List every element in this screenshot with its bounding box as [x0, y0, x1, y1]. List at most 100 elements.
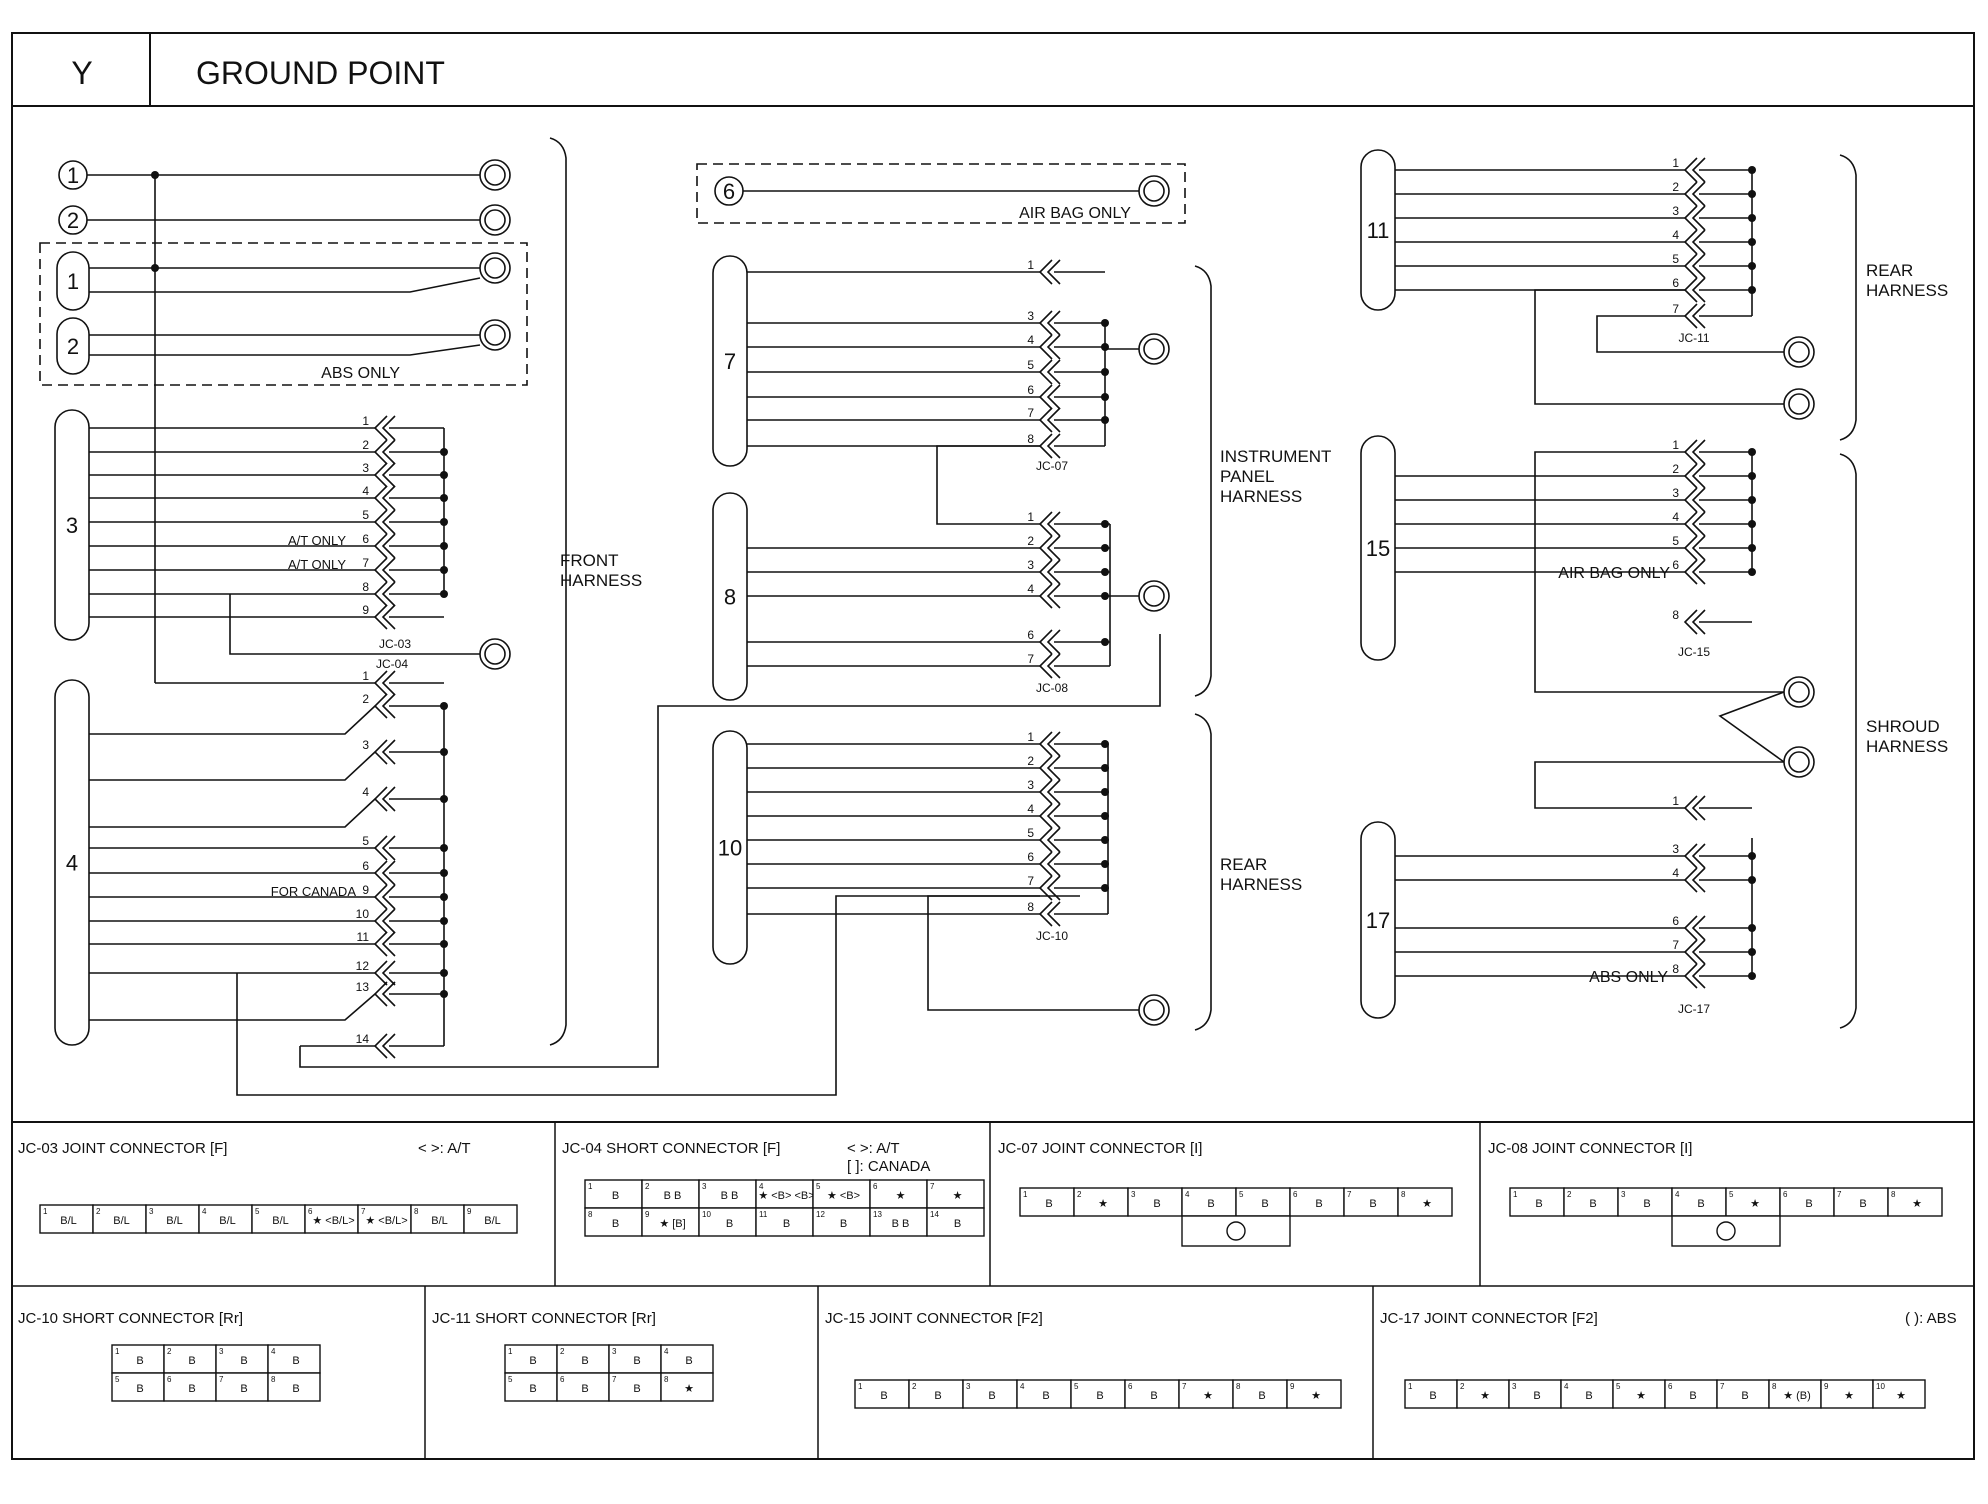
ground-terminal-inner — [484, 209, 506, 231]
pin-number: 3 — [362, 461, 369, 475]
jc11-pin-number: 3 — [612, 1347, 617, 1356]
jc04-pin-cell — [641, 1179, 700, 1209]
jc17-pin-value: B — [1429, 1390, 1436, 1402]
jc17-pin-value: B — [1585, 1390, 1592, 1402]
jc04-pin-value: ★ <B> — [827, 1190, 860, 1202]
jc08-pin-number: 7 — [1837, 1190, 1842, 1199]
pin-number: 2 — [362, 692, 369, 706]
jc03-pin-value: B/L — [431, 1215, 448, 1227]
jc10-label: JC-10 — [1036, 929, 1068, 943]
pin-number: 1 — [1027, 258, 1034, 272]
pin-number: 8 — [1672, 608, 1679, 622]
rear-right-harness-label: HARNESS — [1866, 281, 1948, 300]
ground-terminal-icon — [1138, 580, 1170, 612]
splice-dot — [1101, 836, 1109, 844]
jc03-pin-value: B/L — [113, 1215, 130, 1227]
jc03-pin-value: ★ <B/L> — [312, 1215, 354, 1227]
jc17-pin-number: 6 — [1668, 1382, 1673, 1391]
jc08-pin-number: 4 — [1675, 1190, 1680, 1199]
ground-terminal-icon — [1138, 333, 1170, 365]
instrument-harness-label: PANEL — [1220, 467, 1275, 486]
jc08-label: JC-08 — [1036, 681, 1068, 695]
jc11-table-title: JC-11 SHORT CONNECTOR [Rr] — [432, 1310, 656, 1327]
jc15-pin-value: B — [1096, 1390, 1103, 1402]
jc11-pin-number: 7 — [612, 1375, 617, 1384]
abs-only-note: ABS ONLY — [321, 365, 400, 382]
jc15-pin-cell — [1070, 1379, 1126, 1409]
jc17-pin-value: ★ — [1896, 1390, 1906, 1402]
jc17-pin-cell — [1820, 1379, 1874, 1409]
jc15-pin-value: B — [1258, 1390, 1265, 1402]
jc04-pin-number: 4 — [759, 1182, 764, 1191]
jc17-pin-value: B — [1533, 1390, 1540, 1402]
jc15-pin-number: 3 — [966, 1382, 971, 1391]
jc07-pin-cell — [1397, 1187, 1453, 1217]
jc17-pin-number: 2 — [1460, 1382, 1465, 1391]
jc04-pin-number: 11 — [759, 1210, 768, 1219]
jc07-pin-value: B — [1261, 1198, 1268, 1210]
ground-terminal-inner — [1788, 341, 1810, 363]
connector-10 — [712, 730, 748, 965]
pin-number: 1 — [1672, 438, 1679, 452]
splice-dot — [1101, 592, 1109, 600]
jc15-pin-value: B — [880, 1390, 887, 1402]
ground-terminal-icon — [1138, 175, 1170, 207]
connector-4-label: 4 — [66, 851, 78, 876]
pin-number: 2 — [1672, 180, 1679, 194]
jc04-pin-number: 2 — [645, 1182, 650, 1191]
jc11-pin-value: B — [581, 1355, 588, 1367]
splice-dot — [1101, 740, 1109, 748]
pin-number: 3 — [1672, 842, 1679, 856]
jc03-pin-value: B/L — [166, 1215, 183, 1227]
jc15-pin-cell — [1286, 1379, 1342, 1409]
pin-number: 4 — [362, 484, 369, 498]
jc17-pin-number: 5 — [1616, 1382, 1621, 1391]
connector-17 — [1360, 821, 1396, 1019]
pin-chevron-icon — [373, 485, 396, 511]
jc04-legend: < >: A/T — [847, 1140, 900, 1157]
pin-chevron-icon — [373, 439, 396, 465]
pin-number: 7 — [1027, 874, 1034, 888]
jc08-pin-number: 1 — [1513, 1190, 1518, 1199]
ground-terminal-inner — [1788, 681, 1810, 703]
connector-7-label: 7 — [724, 349, 736, 374]
jc08-pin-number: 2 — [1567, 1190, 1572, 1199]
jc04-pin-number: 9 — [645, 1210, 650, 1219]
pin-chevron-icon — [373, 604, 396, 630]
jc03-pin-value: B/L — [484, 1215, 501, 1227]
wire — [89, 277, 481, 293]
jc15-label: JC-15 — [1678, 645, 1710, 659]
pin-number: 1 — [1672, 794, 1679, 808]
pin-number: 7 — [1027, 406, 1034, 420]
jc03-pin-number: 5 — [255, 1207, 260, 1216]
jc04-pin-number: 5 — [816, 1182, 821, 1191]
jc15-pin-value: ★ — [1311, 1390, 1321, 1402]
connector-4 — [54, 679, 90, 1046]
jc17-label: JC-17 — [1678, 1002, 1710, 1016]
jc07-pin-value: B — [1153, 1198, 1160, 1210]
jc11-pin-value: B — [685, 1355, 692, 1367]
jc03-pin-value: B/L — [60, 1215, 77, 1227]
jc08-pin-number: 3 — [1621, 1190, 1626, 1199]
abs-only-box — [39, 242, 528, 386]
ground-point-1-label: 1 — [67, 163, 79, 188]
pin-number: 5 — [1027, 826, 1034, 840]
jc04-pin-value: B B — [664, 1190, 682, 1202]
jc17-pin-value: ★ — [1636, 1390, 1646, 1402]
jc15-pin-cell — [1232, 1379, 1288, 1409]
jc11-pin-number: 6 — [560, 1375, 565, 1384]
pin-number: 4 — [1672, 510, 1679, 524]
jc04-pin-cell — [812, 1179, 871, 1209]
jc15-pin-number: 9 — [1290, 1382, 1295, 1391]
wire — [299, 634, 1161, 1068]
rear-harness-right-brace — [1839, 154, 1857, 441]
jc07-table-title: JC-07 JOINT CONNECTOR [I] — [998, 1140, 1202, 1157]
wire — [936, 445, 1040, 525]
jc10-pin-number: 4 — [271, 1347, 276, 1356]
pin-number: 3 — [1027, 778, 1034, 792]
jc07-label: JC-07 — [1036, 459, 1068, 473]
jc03-label: JC-03 — [379, 637, 411, 651]
jc11-pin-number: 5 — [508, 1375, 513, 1384]
jc15-pin-value: B — [988, 1390, 995, 1402]
pin-number: 5 — [1027, 358, 1034, 372]
